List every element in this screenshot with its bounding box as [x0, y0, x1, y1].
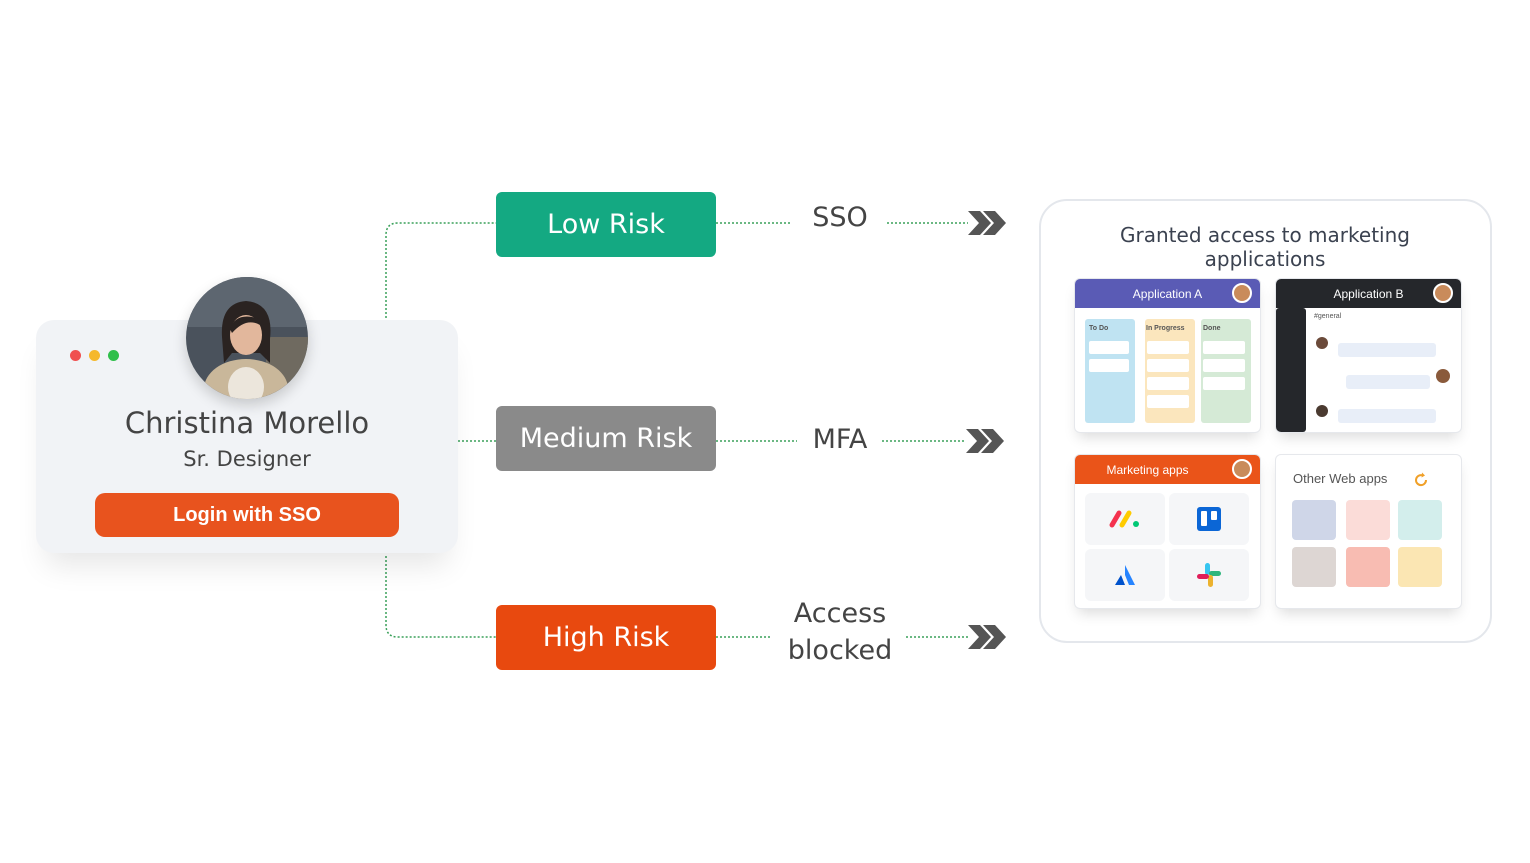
monday-icon[interactable]	[1085, 493, 1165, 545]
marketing-apps-card[interactable]: Marketing apps	[1074, 454, 1261, 609]
double-chevron-icon	[968, 211, 1006, 235]
trello-icon[interactable]	[1169, 493, 1249, 545]
medium-risk-box: Medium Risk	[496, 406, 716, 471]
column-in-progress: In Progress	[1146, 325, 1185, 332]
panel-title: Granted access to marketing applications	[1120, 223, 1410, 271]
window-maximize-dot	[108, 350, 119, 361]
avatar	[1316, 337, 1328, 349]
user-name: Christina Morello	[124, 406, 370, 440]
column-done: Done	[1203, 325, 1221, 332]
low-risk-box: Low Risk	[496, 192, 716, 257]
login-with-sso-button[interactable]: Login with SSO	[95, 493, 399, 537]
application-a-header: Application A	[1075, 279, 1260, 308]
high-risk-box: High Risk	[496, 605, 716, 670]
double-chevron-icon	[968, 625, 1006, 649]
access-blocked-label-line1: Access	[793, 598, 887, 629]
user-role: Sr. Designer	[183, 447, 311, 471]
marketing-apps-header: Marketing apps	[1075, 455, 1260, 484]
other-web-apps-title: Other Web apps	[1293, 471, 1388, 486]
avatar	[1316, 405, 1328, 417]
avatar	[1232, 459, 1252, 479]
column-todo: To Do	[1089, 325, 1109, 332]
application-a-title: Application A	[1132, 286, 1203, 301]
window-minimize-dot	[89, 350, 100, 361]
application-a-card[interactable]: Application A To Do In Progress Done	[1074, 278, 1261, 433]
application-b-title: Application B	[1333, 286, 1404, 301]
channel-name: #general	[1314, 313, 1342, 320]
double-chevron-icon	[966, 429, 1004, 453]
window-close-dot	[70, 350, 81, 361]
atlassian-icon[interactable]	[1085, 549, 1165, 601]
avatar	[1433, 283, 1453, 303]
access-blocked-label-line2: blocked	[787, 635, 893, 666]
refresh-icon	[1413, 472, 1429, 493]
sso-label: SSO	[812, 202, 868, 233]
marketing-apps-title: Marketing apps	[1106, 462, 1189, 477]
mfa-label: MFA	[812, 424, 868, 455]
other-web-apps-card[interactable]: Other Web apps	[1275, 454, 1462, 609]
avatar	[186, 277, 308, 399]
application-b-card[interactable]: Application B #general	[1275, 278, 1462, 433]
avatar	[1232, 283, 1252, 303]
avatar	[1436, 369, 1450, 383]
application-b-header: Application B	[1276, 279, 1461, 308]
slack-icon[interactable]	[1169, 549, 1249, 601]
